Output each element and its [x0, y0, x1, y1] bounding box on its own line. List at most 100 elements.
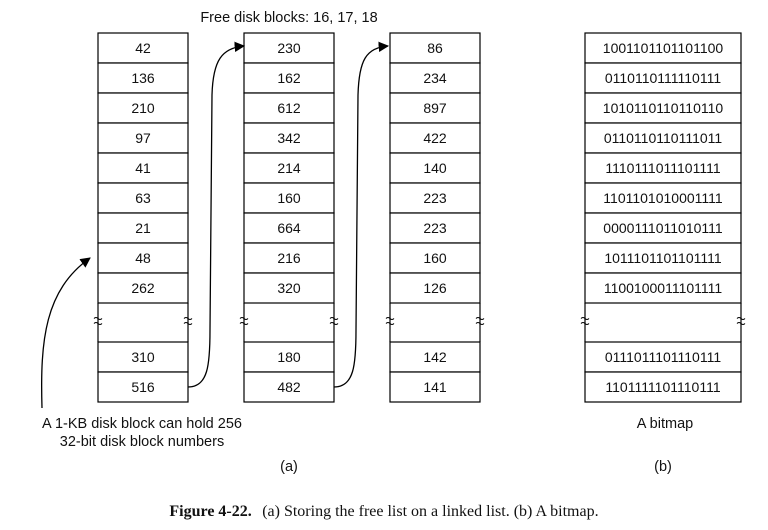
cell-value: 342 [277, 130, 301, 146]
linked-list-block-3: 86 234 897 422 140 223 223 160 126 142 141 [385, 32, 485, 403]
cell-value: 0111011101110111 [605, 349, 721, 365]
cell-value: 223 [423, 220, 447, 236]
cell-value: 1110111011101111 [605, 160, 720, 176]
block-cell [243, 371, 335, 403]
block-cell [389, 152, 481, 184]
cell-value: 126 [423, 280, 447, 296]
block-cell [243, 272, 335, 304]
block-cell [97, 371, 189, 403]
cell-value: 234 [423, 70, 447, 86]
cell-value: 0110110111110111 [605, 70, 721, 86]
cell-value: 216 [277, 250, 301, 266]
cell-value: 21 [135, 220, 151, 236]
block-cell [243, 62, 335, 94]
block-cell [389, 92, 481, 124]
cell-value: 223 [423, 190, 447, 206]
block-cell [389, 62, 481, 94]
block-cell [243, 212, 335, 244]
block-cell [243, 152, 335, 184]
bitmap-label: A bitmap [637, 416, 693, 432]
cell-value: 86 [427, 40, 443, 56]
break-mark-right [329, 317, 339, 325]
cell-value: 180 [277, 349, 301, 365]
block-cell [97, 182, 189, 214]
figure-title: Free disk blocks: 16, 17, 18 [200, 10, 377, 26]
cell-value: 516 [131, 379, 155, 395]
cell-value: 142 [423, 349, 447, 365]
annotation-pointer-arrow [41, 257, 91, 409]
block-cell [389, 32, 481, 64]
cell-value: 1100100011101111 [604, 280, 723, 296]
block-cell [243, 182, 335, 214]
cell-value: 214 [277, 160, 301, 176]
break-mark-right [475, 317, 485, 325]
break-mark-left [93, 317, 103, 325]
block-cell [243, 122, 335, 154]
cell-value: 482 [277, 379, 301, 395]
cell-value: 41 [135, 160, 151, 176]
block-cell [584, 371, 742, 403]
cell-value: 140 [423, 160, 447, 176]
block-cell [97, 242, 189, 274]
annotation-line-2: 32-bit disk block numbers [60, 434, 224, 450]
cell-value: 160 [277, 190, 301, 206]
cell-value: 63 [135, 190, 151, 206]
break-mark-right [736, 317, 746, 325]
block-cell [243, 92, 335, 124]
block-cell [389, 272, 481, 304]
cell-value: 160 [423, 250, 447, 266]
cell-value: 612 [277, 100, 301, 116]
block-cell [243, 242, 335, 274]
block-cell [97, 32, 189, 64]
block-cell [584, 152, 742, 184]
block-cell [389, 182, 481, 214]
block-cell [584, 92, 742, 124]
break-mark-right [183, 317, 193, 325]
cell-value: 897 [423, 100, 447, 116]
cell-value: 42 [135, 40, 151, 56]
caption-text: (a) Storing the free list on a linked li… [262, 503, 598, 520]
figure-caption: Figure 4-22. (a) Storing the free list o… [169, 503, 598, 520]
sublabel-b: (b) [654, 459, 672, 475]
bitmap-column: 1001101101101100011011011111011110101101… [580, 32, 746, 403]
cell-value: 1001101101101100 [603, 40, 724, 56]
block-cell [97, 122, 189, 154]
block-cell [389, 371, 481, 403]
block-cell [97, 341, 189, 373]
block-cell [389, 122, 481, 154]
cell-value: 422 [423, 130, 447, 146]
annotation-line-1: A 1-KB disk block can hold 256 [42, 416, 242, 432]
break-mark-left [580, 317, 590, 325]
cell-value: 0110110110111011 [604, 130, 723, 146]
block-cell [584, 272, 742, 304]
block-cell [97, 62, 189, 94]
cell-value: 97 [135, 130, 151, 146]
linked-list-block-1: 42 136 210 97 41 63 21 48 262 310 516 [93, 32, 193, 403]
block-cell [97, 272, 189, 304]
block-cell [584, 62, 742, 94]
arrow-block2-to-block3 [333, 41, 390, 388]
cell-value: 0000111011010111 [603, 220, 723, 236]
cell-value: 310 [131, 349, 155, 365]
cell-value: 230 [277, 40, 301, 56]
block-cell [584, 212, 742, 244]
cell-value: 136 [131, 70, 155, 86]
cell-value: 1101101010001111 [603, 190, 723, 206]
block-cell [584, 182, 742, 214]
cell-value: 141 [423, 379, 447, 395]
arrow-block1-to-block2 [187, 41, 246, 388]
cell-value: 48 [135, 250, 151, 266]
block-cell [584, 341, 742, 373]
caption-figure-number: Figure 4-22. [169, 503, 251, 520]
cell-value: 1011101101101111 [604, 250, 722, 266]
cell-value: 162 [277, 70, 301, 86]
cell-value: 262 [131, 280, 155, 296]
break-mark-left [385, 317, 395, 325]
cell-value: 664 [277, 220, 301, 236]
sublabel-a: (a) [280, 459, 298, 475]
break-mark-left [239, 317, 249, 325]
cell-value: 210 [131, 100, 155, 116]
block-cell [584, 122, 742, 154]
cell-value: 1101111101110111 [605, 379, 720, 395]
